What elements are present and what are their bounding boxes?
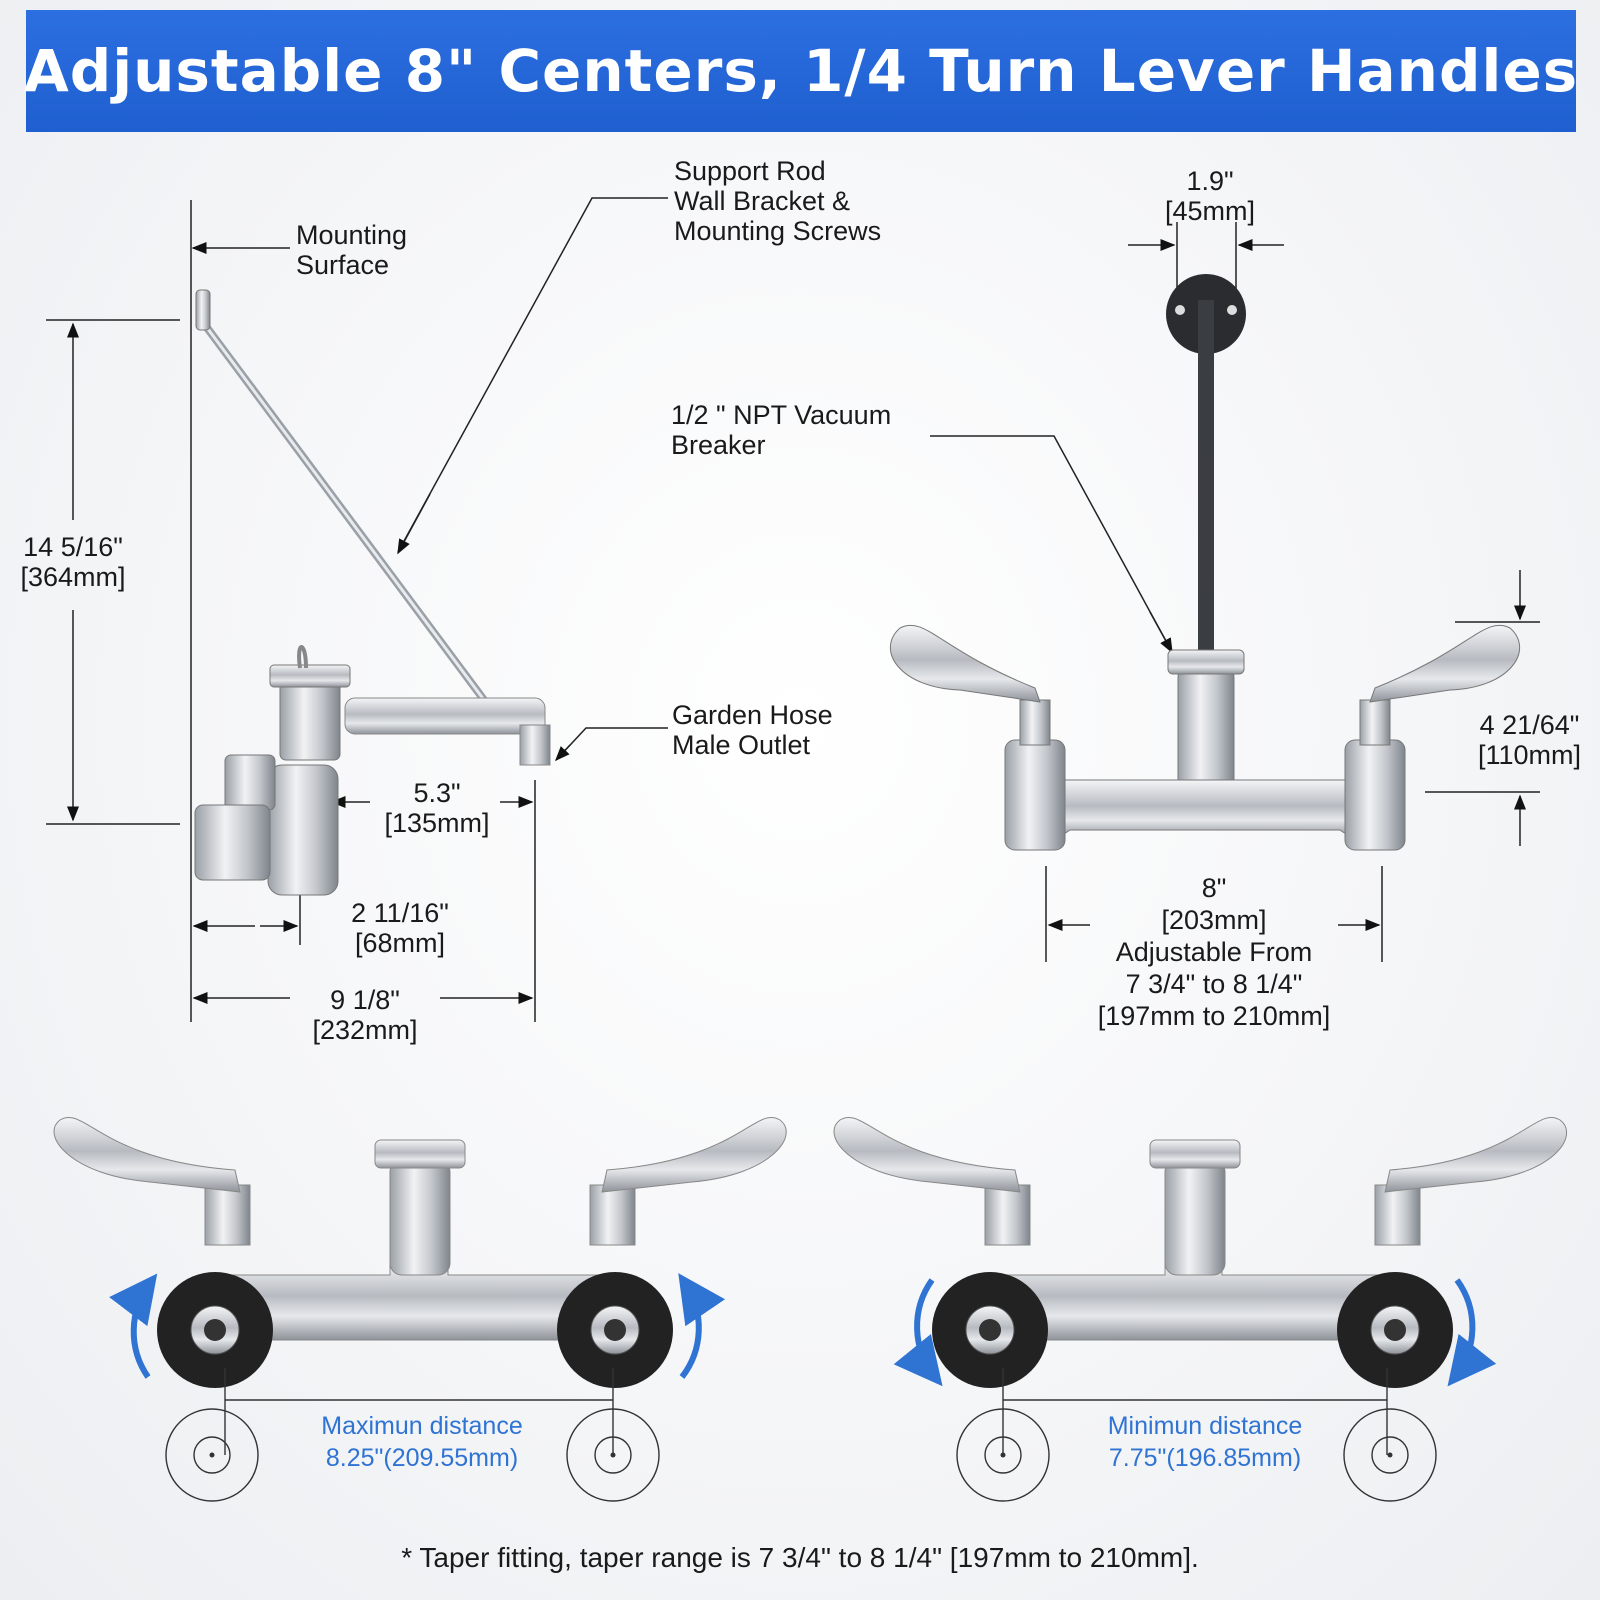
body-depth-dimension: 2 11/16"[68mm] <box>351 898 449 958</box>
total-depth-dimension: 9 1/8"[232mm] <box>312 985 418 1045</box>
side-faucet-image <box>194 289 551 896</box>
page-title: Adjustable 8" Centers, 1/4 Turn Lever Ha… <box>23 37 1579 105</box>
body-height-dimension: 4 21/64"[110mm] <box>1477 710 1582 770</box>
height-dimension: 14 5/16"[364mm] <box>20 532 126 592</box>
centers-dimension: 8" [203mm] Adjustable From 7 3/4" to 8 1… <box>1097 873 1331 1031</box>
footnote: * Taper fitting, taper range is 7 3/4" t… <box>401 1542 1199 1573</box>
front-view <box>930 222 1540 962</box>
header-banner: Adjustable 8" Centers, 1/4 Turn Lever Ha… <box>23 10 1579 132</box>
spout-depth-dimension: 5.3"[135mm] <box>384 778 490 838</box>
side-view <box>46 197 668 1022</box>
rod-width-dimension: 1.9"[45mm] <box>1164 166 1256 226</box>
front-faucet-image <box>889 274 1521 851</box>
min-distance-view <box>833 1116 1568 1502</box>
max-distance-view <box>53 1116 787 1502</box>
